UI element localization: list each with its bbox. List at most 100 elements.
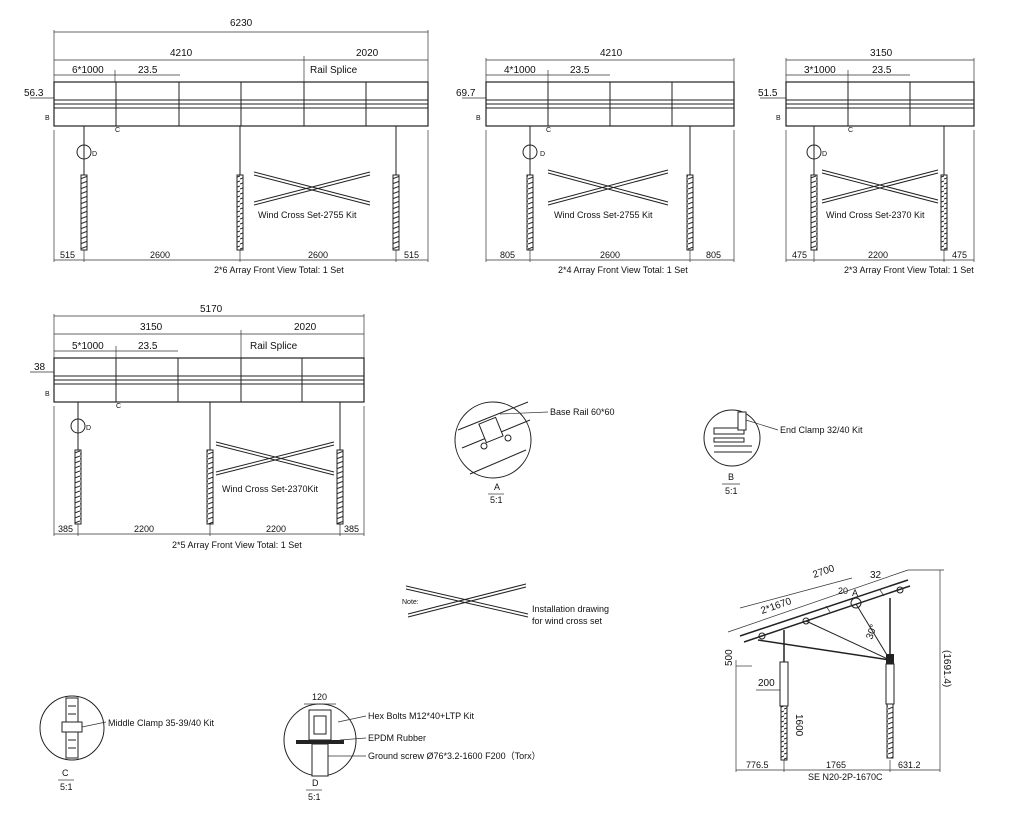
wind-cross-label: Wind Cross Set-2370Kit <box>222 484 319 494</box>
view-caption: 2*3 Array Front View Total: 1 Set <box>844 265 974 275</box>
dim-bottom-1: 805 <box>500 250 515 260</box>
detail-c-scale: 5:1 <box>60 782 73 792</box>
detail-b-letter: B <box>728 472 734 482</box>
dim-bottom-2: 2200 <box>868 250 888 260</box>
dim-20: 20 <box>838 586 848 596</box>
dim-total: 3150 <box>870 48 893 59</box>
dim-part1: 3150 <box>140 322 163 333</box>
ground-screw-posts <box>522 126 694 251</box>
wind-cross-label: Wind Cross Set-2370 Kit <box>826 210 925 220</box>
dim-gap: 23.5 <box>138 65 158 76</box>
dim-module: 4*1000 <box>504 65 536 76</box>
panel-array <box>785 81 975 127</box>
dim-bottom-2: 2600 <box>600 250 620 260</box>
dim-total: 6230 <box>230 18 253 29</box>
dim-gap: 23.5 <box>570 65 590 76</box>
detail-d-width: 120 <box>312 692 327 702</box>
dim-bottom-3: 2200 <box>266 524 286 534</box>
dim-cap: 32 <box>870 570 882 581</box>
detail-c-letter: C <box>62 768 69 778</box>
view-caption: 2*6 Array Front View Total: 1 Set <box>214 265 344 275</box>
dim-gap: 23.5 <box>138 341 158 352</box>
wind-cross-label: Wind Cross Set-2755 Kit <box>554 210 653 220</box>
tag-c: C <box>115 127 120 134</box>
detail-a-base-rail: Base Rail 60*60 A 5:1 <box>454 401 615 505</box>
ground-screws <box>779 661 895 761</box>
view-2x3-array: 3150 3*1000 23.5 51.5 B C D Wind Cross S… <box>758 48 975 275</box>
note-line-2: for wind cross set <box>532 616 603 626</box>
wind-cross-label: Wind Cross Set-2755 Kit <box>258 210 357 220</box>
detail-b-label: End Clamp 32/40 Kit <box>780 425 863 435</box>
panel-array <box>485 81 735 127</box>
tag-d: D <box>822 151 827 158</box>
tilted-modules <box>739 579 911 643</box>
dim-gap: 23.5 <box>872 65 892 76</box>
detail-d-ground-screw-head: 120 Hex Bolts M12*40+LTP Kit EPDM Rubber… <box>283 692 541 802</box>
dim-part2: 2020 <box>356 48 379 59</box>
note-label: Note: <box>402 599 419 606</box>
model-number: SE N20-2P-1670C <box>808 772 883 782</box>
detail-d-screw: Ground screw Ø76*3.2-1600 F200（Torx） <box>368 751 541 761</box>
dim-pile-length: 1600 <box>793 714 804 737</box>
view-2x6-array: 6230 4210 2020 6*1000 23.5 Rail Splice 5… <box>24 18 429 275</box>
dim-bottom-right: 631.2 <box>898 760 921 770</box>
dim-module: 3*1000 <box>804 65 836 76</box>
detail-b-end-clamp: End Clamp 32/40 Kit B 5:1 <box>703 409 863 496</box>
dim-200: 200 <box>758 678 775 689</box>
dim-side: 51.5 <box>758 88 778 99</box>
dim-part1: 4210 <box>170 48 193 59</box>
dim-bottom-2: 2200 <box>134 524 154 534</box>
ground-screw-posts <box>806 126 948 251</box>
dimension-lines <box>727 569 944 772</box>
tag-b: B <box>45 391 50 398</box>
dim-height-total: (1691.4) <box>941 650 952 687</box>
dim-bottom-3: 475 <box>952 250 967 260</box>
dim-module: 6*1000 <box>72 65 104 76</box>
wind-cross-set <box>547 169 669 206</box>
tag-c: C <box>116 403 121 410</box>
rail-splice-label: Rail Splice <box>310 65 358 76</box>
dim-side: 56.3 <box>24 88 44 99</box>
note-line-1: Installation drawing <box>532 604 609 614</box>
tag-c: C <box>546 127 551 134</box>
rail-splice-label: Rail Splice <box>250 341 298 352</box>
dim-bottom-3: 2600 <box>308 250 328 260</box>
dim-bottom-left: 776.5 <box>746 760 769 770</box>
tag-d: D <box>540 151 545 158</box>
dim-bottom-mid: 1765 <box>826 760 846 770</box>
dim-angle: 30° <box>864 623 880 641</box>
dimension-lines <box>30 314 365 536</box>
view-2x4-array: 4210 4*1000 23.5 69.7 B C D Wind Cross S… <box>456 48 735 275</box>
detail-a-scale: 5:1 <box>490 495 503 505</box>
detail-a-letter: A <box>494 482 500 492</box>
wind-cross-note: Note: Installation drawing for wind cros… <box>402 583 609 626</box>
dim-rail-length: 2700 <box>811 563 836 581</box>
tag-c: C <box>848 127 853 134</box>
dim-bottom-4: 385 <box>344 524 359 534</box>
detail-a-label: Base Rail 60*60 <box>550 407 615 417</box>
detail-b-scale: 5:1 <box>725 486 738 496</box>
tag-a: A <box>852 588 858 598</box>
detail-c-label: Middle Clamp 35-39/40 Kit <box>108 718 215 728</box>
dim-total: 5170 <box>200 304 223 315</box>
dim-bottom-1: 385 <box>58 524 73 534</box>
detail-c-middle-clamp: Middle Clamp 35-39/40 Kit C 5:1 <box>39 695 215 792</box>
side-view-mounting: 2700 32 2*1670 20 A 30° 500 (1691.4) 200… <box>724 563 952 782</box>
dim-side: 69.7 <box>456 88 476 99</box>
dim-total: 4210 <box>600 48 623 59</box>
view-2x5-array: 5170 3150 2020 5*1000 23.5 Rail Splice 3… <box>30 304 365 550</box>
tag-d: D <box>92 151 97 158</box>
dim-bottom-4: 515 <box>404 250 419 260</box>
detail-d-scale: 5:1 <box>308 792 321 802</box>
tag-b: B <box>45 115 50 122</box>
wind-cross-set <box>253 171 371 206</box>
ground-screw-posts <box>76 126 400 251</box>
dimension-lines <box>462 58 735 262</box>
dim-part2: 2020 <box>294 322 317 333</box>
dimension-lines <box>30 30 429 262</box>
panel-array <box>53 81 429 127</box>
dimension-lines <box>760 58 975 262</box>
dim-bottom-1: 515 <box>60 250 75 260</box>
tag-b: B <box>776 115 781 122</box>
